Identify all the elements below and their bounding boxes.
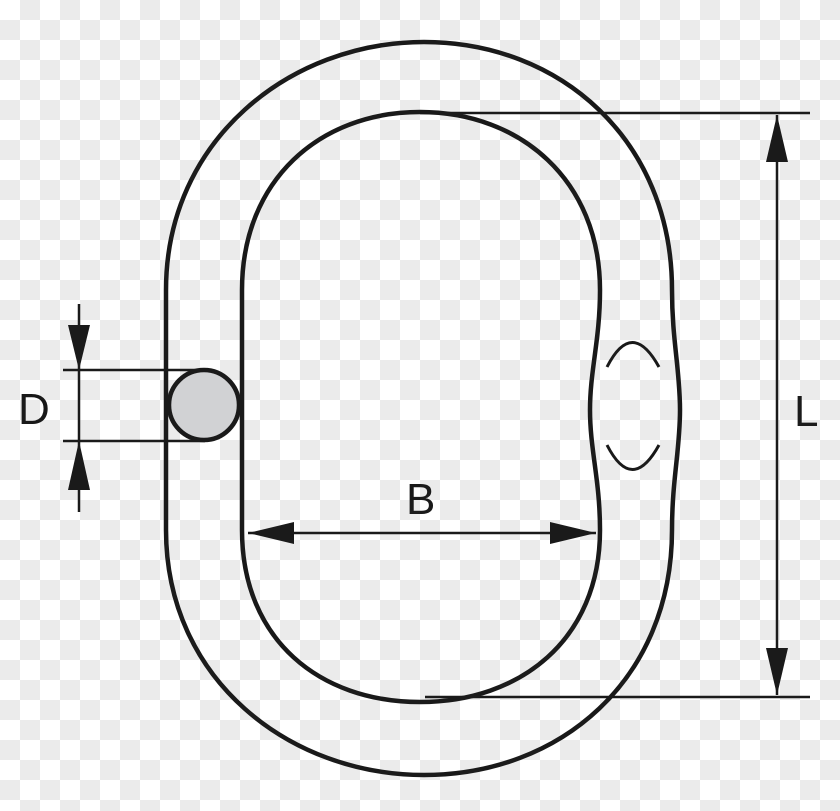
b-arrow-right: [550, 522, 596, 544]
d-arrow-down: [68, 325, 90, 370]
link-inner-contour: [239, 109, 603, 705]
b-arrow-left: [248, 522, 294, 544]
d-arrow-up: [68, 441, 90, 490]
label-d: D: [18, 385, 50, 434]
weld-mark-bottom: [605, 444, 661, 471]
l-arrow-up: [766, 115, 788, 162]
l-arrow-down: [766, 648, 788, 695]
cross-section-circle: [166, 367, 242, 443]
label-l: L: [794, 387, 818, 436]
label-b: B: [406, 475, 435, 524]
weld-mark-top: [605, 341, 661, 368]
link-outer-contour: [163, 39, 683, 778]
